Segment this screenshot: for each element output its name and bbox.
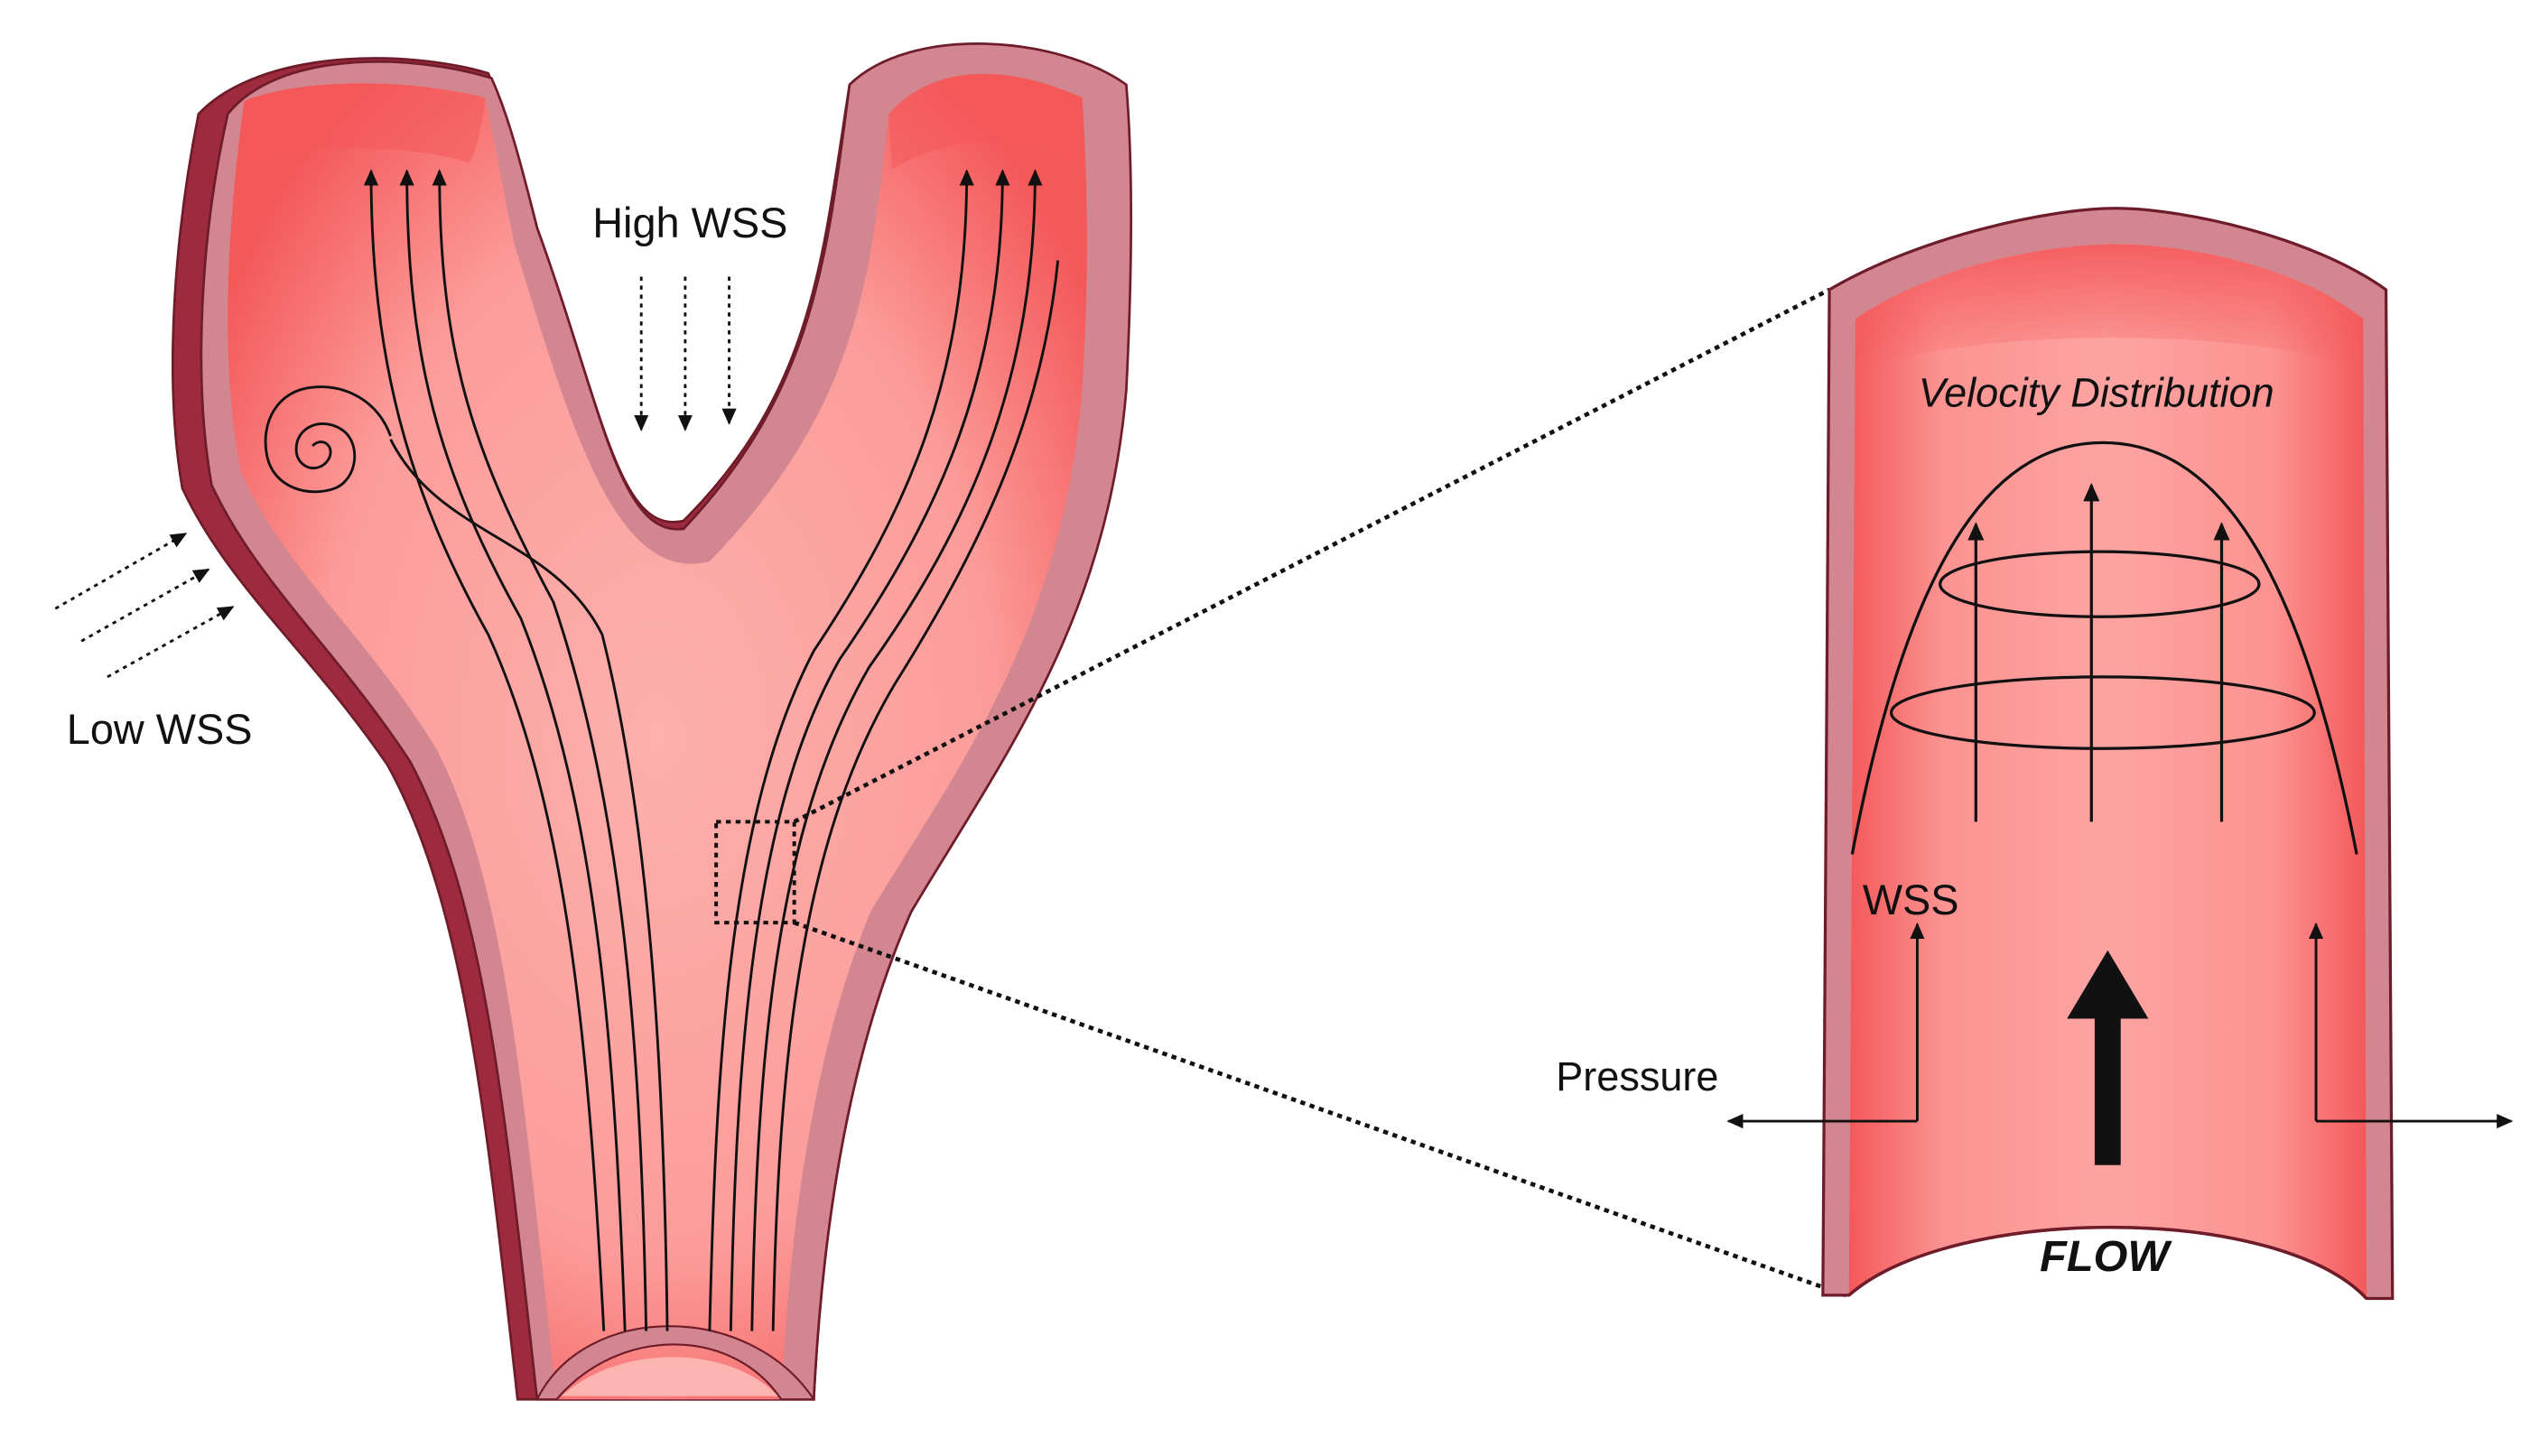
pressure-label: Pressure (1556, 1053, 1718, 1099)
profile-ring-upper (1939, 550, 2261, 618)
high-wss-arrows (634, 276, 737, 431)
parabolic-profile (1850, 441, 2358, 855)
velocity-profile (1850, 441, 2358, 855)
streamline (363, 169, 606, 1331)
artery-lumen (228, 73, 1087, 1400)
low-wss-arrows (54, 533, 235, 679)
wss-pressure-arrows (1726, 922, 2514, 1129)
flow-label: FLOW (2040, 1232, 2172, 1281)
high-wss-label: High WSS (592, 199, 787, 246)
streamline (399, 169, 627, 1331)
left-branch-streamlines (363, 169, 669, 1331)
velocity-distribution-label: Velocity Distribution (1919, 370, 2274, 416)
wss-label: WSS (1863, 876, 1959, 923)
streamline (389, 439, 669, 1331)
low-wss-label: Low WSS (67, 706, 253, 753)
artery-bottom-opening (535, 1325, 816, 1401)
zoom-region-box (714, 820, 796, 925)
vortex-spiral (264, 385, 392, 494)
flow-arrow (2067, 950, 2149, 1165)
bifurcation-artery (171, 42, 1133, 1401)
streamline (729, 169, 1010, 1331)
streamline (771, 260, 1060, 1331)
streamline (750, 169, 1043, 1331)
streamline (432, 169, 648, 1331)
profile-ring-lower (1889, 675, 2316, 750)
zoom-connectors (793, 287, 1846, 1298)
streamline (708, 169, 974, 1331)
right-branch-streamlines (708, 169, 1060, 1331)
